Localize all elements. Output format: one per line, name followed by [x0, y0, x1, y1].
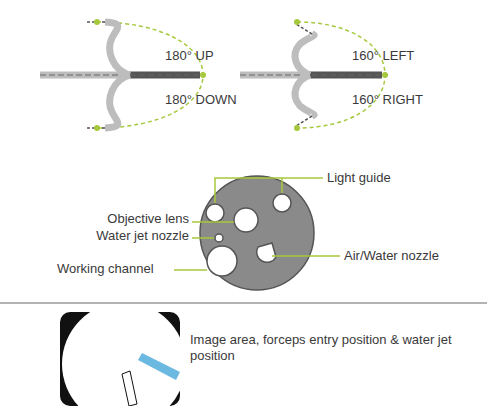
divider [0, 302, 487, 304]
updown-bending [40, 19, 206, 131]
part-label: Light guide [327, 170, 391, 186]
bend-angle: 180° UP [165, 48, 214, 64]
leader-lines [174, 178, 340, 270]
bend-angle: 160° LEFT [352, 48, 414, 64]
bend-angle: 160° RIGHT [352, 92, 423, 108]
part-label: Working channel [57, 261, 154, 277]
caption-text: Image area, forceps entry position & wat… [190, 332, 470, 364]
bend-angle: 180° DOWN [165, 92, 237, 108]
part-label: Objective lens [107, 211, 189, 227]
part-label: Air/Water nozzle [344, 248, 439, 264]
part-label: Water jet nozzle [96, 228, 189, 244]
leftright-bending [240, 19, 388, 131]
image-area [60, 302, 186, 412]
distal-tip [200, 176, 314, 290]
